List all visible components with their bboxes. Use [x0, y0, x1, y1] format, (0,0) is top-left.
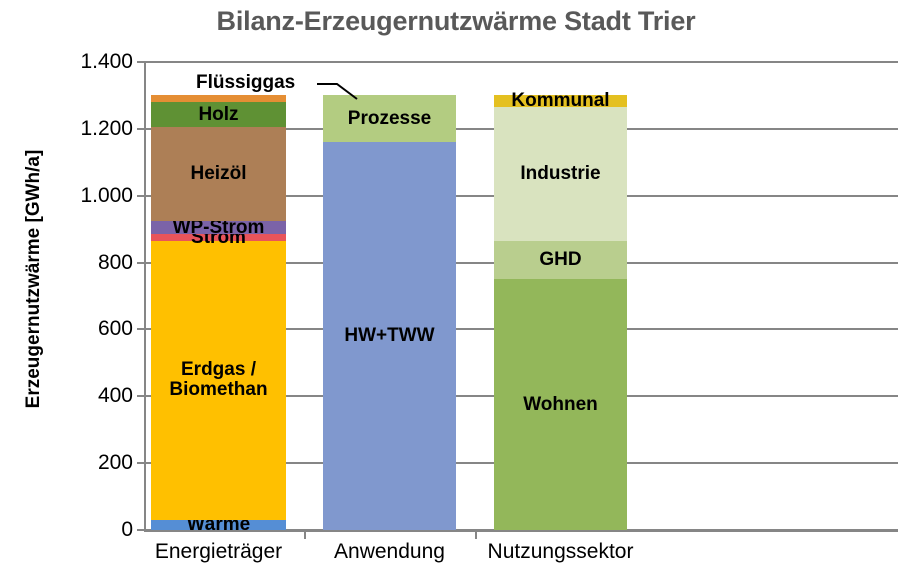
- callout-leader-line: [317, 83, 358, 100]
- bar-segment-label: Prozesse: [347, 107, 432, 129]
- bar-segment-label: Holz: [198, 103, 239, 125]
- y-axis-tick: [137, 462, 145, 465]
- y-axis-tick-label: 400: [97, 384, 133, 408]
- y-axis-tick-label: 1.000: [80, 183, 133, 207]
- bar-segment-label: GHD: [539, 248, 582, 270]
- y-axis-tick: [137, 127, 145, 130]
- category-axis-tick: [304, 530, 306, 539]
- y-axis-tick-labels: 1.400 1.200 1.000 800 600 400 200 0: [8, 51, 133, 540]
- y-axis-tick-label: 800: [97, 250, 133, 274]
- category-label-anwendung: Anwendung: [334, 540, 445, 563]
- y-axis-tick: [137, 529, 145, 531]
- category-label-nutzungssektor: Nutzungssektor: [487, 540, 634, 563]
- y-axis-tick: [137, 328, 145, 331]
- bar-nutzungssektor[interactable]: Wohnen GHD Industrie Kommunal: [494, 91, 627, 530]
- bar-segment[interactable]: Strom: [151, 227, 286, 247]
- bar-segment[interactable]: [151, 95, 286, 103]
- bar-segment[interactable]: Industrie: [494, 107, 627, 241]
- category-axis-line: [145, 530, 898, 532]
- chart-title: Bilanz-Erzeugernutzwärme Stadt Trier: [216, 6, 696, 36]
- bar-segment[interactable]: Kommunal: [494, 91, 627, 111]
- bar-segment-label: Industrie: [520, 162, 601, 184]
- category-label-energieträger: Energieträger: [154, 540, 283, 563]
- y-axis-tick-label: 1.200: [80, 116, 133, 140]
- bar-segment[interactable]: WP-Strom: [151, 217, 286, 237]
- y-axis-tick: [137, 61, 145, 63]
- bar-segment[interactable]: Wohnen: [494, 279, 627, 530]
- bar-segment[interactable]: Heizöl: [151, 127, 286, 221]
- callout-label-fluessiggas: Flüssiggas: [196, 72, 296, 93]
- category-axis-tick: [475, 530, 477, 539]
- y-axis-tick: [137, 395, 145, 398]
- bar-segment-label: HW+TWW: [344, 324, 435, 346]
- y-axis-tick: [137, 261, 145, 264]
- y-axis-tick-label: 200: [97, 451, 133, 475]
- bar-anwendung[interactable]: HW+TWW Prozesse: [323, 95, 456, 530]
- y-axis-tick-label: 0: [121, 518, 133, 541]
- bar-segment[interactable]: HW+TWW: [323, 141, 456, 530]
- bar-segment[interactable]: GHD: [494, 240, 627, 280]
- bar-segment-label: Erdgas / Biomethan: [169, 359, 268, 401]
- bar-segment[interactable]: Holz: [151, 102, 286, 128]
- bar-segment-label: Heizöl: [190, 163, 247, 185]
- bar-segment[interactable]: Prozesse: [323, 95, 456, 142]
- y-axis-line: [144, 62, 146, 532]
- bar-segment-label: Wohnen: [523, 393, 598, 415]
- bar-segment[interactable]: Wärme: [151, 515, 286, 534]
- y-axis-tick: [137, 194, 145, 197]
- y-axis-tick-label: 600: [97, 317, 133, 341]
- y-axis-tick-label: 1.400: [80, 50, 133, 73]
- bar-segment[interactable]: Erdgas / Biomethan: [151, 240, 286, 520]
- gridline: [145, 61, 898, 63]
